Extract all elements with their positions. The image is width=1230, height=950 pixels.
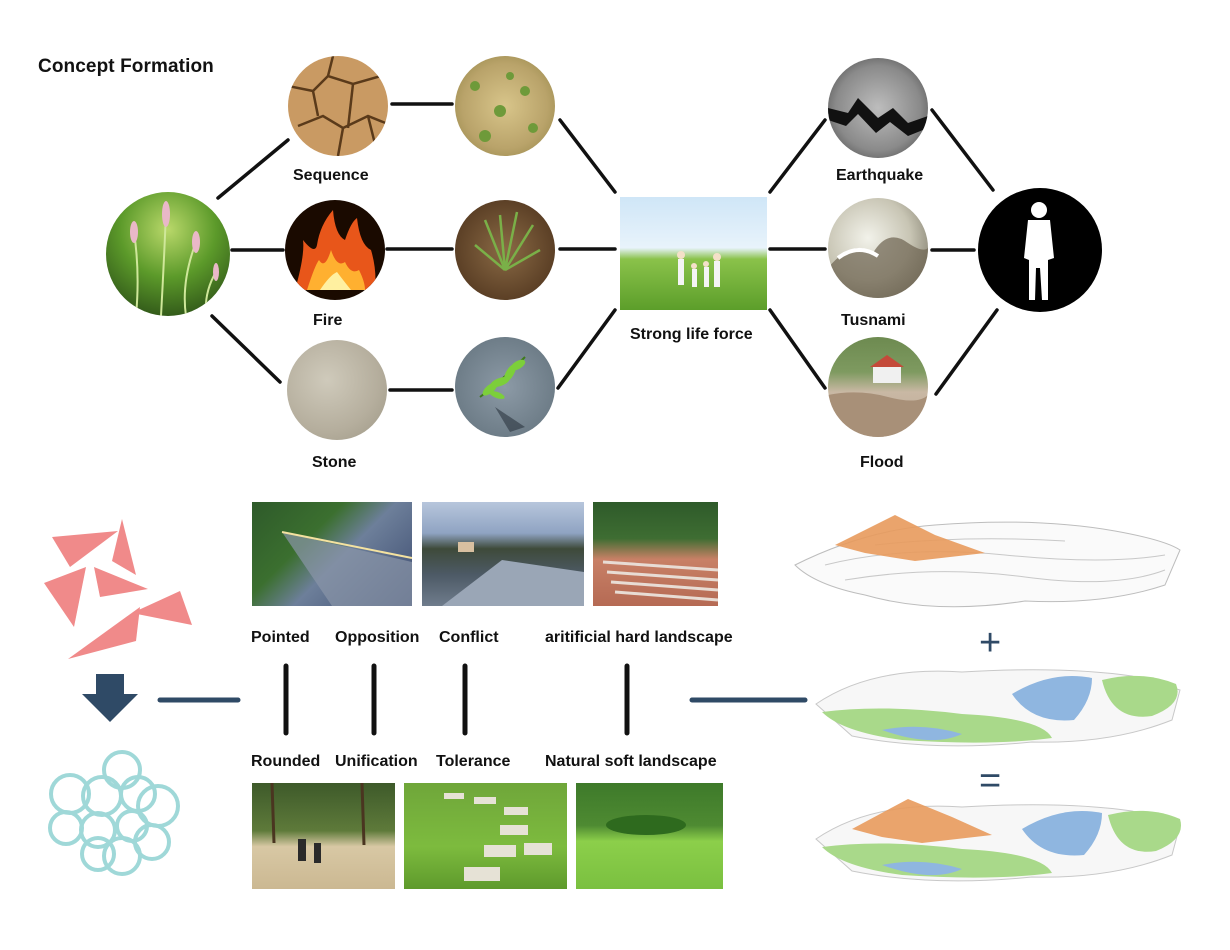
stepping-stones-icon xyxy=(444,793,552,881)
house-icon xyxy=(828,355,928,437)
soft-landscape-photo-3 xyxy=(576,783,723,889)
family-figures-icon xyxy=(677,251,721,287)
shrub-icon xyxy=(606,815,686,835)
equals-operator: = xyxy=(979,760,1002,802)
dry-soil-sprouts-circle xyxy=(455,56,555,156)
label-rounded: Rounded xyxy=(251,753,321,770)
children-icon xyxy=(270,783,366,863)
sprout-soil-circle xyxy=(455,200,555,300)
grass-tuft-icon xyxy=(474,211,541,272)
cracks-icon xyxy=(288,56,388,156)
tsunami-circle xyxy=(828,198,928,298)
wave-icon xyxy=(828,237,928,298)
page-title: Concept Formation xyxy=(38,56,214,77)
path-light-icon xyxy=(281,531,412,606)
label-conflict: Conflict xyxy=(439,629,499,646)
soft-landscape-photo-1 xyxy=(252,783,395,889)
label-sequence: Sequence xyxy=(293,167,369,184)
line-fern-life xyxy=(556,308,617,390)
site-map-combined xyxy=(815,799,1181,882)
fern-stone-circle xyxy=(455,337,555,437)
line-earthquake-human xyxy=(930,108,995,192)
label-soft-landscape: Natural soft landscape xyxy=(545,753,717,770)
stone-circle xyxy=(287,340,387,440)
grass-stems-icon xyxy=(130,201,219,316)
line-grass-stone xyxy=(210,314,282,384)
line-life-earthquake xyxy=(768,118,827,194)
site-map-base xyxy=(794,515,1181,608)
pink-triangles-icon xyxy=(44,519,192,659)
label-fire: Fire xyxy=(313,312,343,329)
down-arrow-icon xyxy=(82,674,138,722)
line-drysoil-life xyxy=(558,118,617,194)
flood-circle xyxy=(828,337,928,437)
label-unification: Unification xyxy=(335,753,418,770)
line-flood-human xyxy=(934,308,999,396)
hard-landscape-photo-1 xyxy=(252,502,412,606)
hard-landscape-photo-2 xyxy=(422,502,584,606)
label-strong-life-force: Strong life force xyxy=(630,326,753,343)
line-life-flood xyxy=(768,308,827,390)
flame-icon xyxy=(295,210,376,290)
label-opposition: Opposition xyxy=(335,629,420,646)
label-flood: Flood xyxy=(860,454,904,471)
label-pointed: Pointed xyxy=(251,629,310,646)
riverside-icon xyxy=(442,542,584,606)
person-icon xyxy=(1024,202,1054,300)
label-tolerance: Tolerance xyxy=(436,753,511,770)
steps-icon xyxy=(602,560,718,602)
line-grass-sequence xyxy=(216,138,290,200)
human-silhouette-circle xyxy=(978,188,1102,312)
fire-circle xyxy=(285,200,385,300)
cracked-earth-circle xyxy=(288,56,388,156)
label-tusnami: Tusnami xyxy=(841,312,906,329)
label-earthquake: Earthquake xyxy=(836,167,924,184)
strong-life-force-photo xyxy=(620,197,767,310)
hard-landscape-photo-3 xyxy=(593,502,718,606)
site-map-water-green xyxy=(815,669,1181,747)
plus-operator: + xyxy=(979,622,1002,664)
label-hard-landscape: aritificial hard landscape xyxy=(545,629,733,646)
sprouts-icon xyxy=(470,72,538,142)
earthquake-circle xyxy=(828,58,928,158)
grass-photo-circle xyxy=(106,192,230,316)
label-stone: Stone xyxy=(312,454,357,471)
teal-rings-icon xyxy=(48,750,180,876)
fern-icon xyxy=(479,356,526,432)
soft-landscape-photo-2 xyxy=(404,783,567,889)
crack-icon xyxy=(828,98,928,136)
